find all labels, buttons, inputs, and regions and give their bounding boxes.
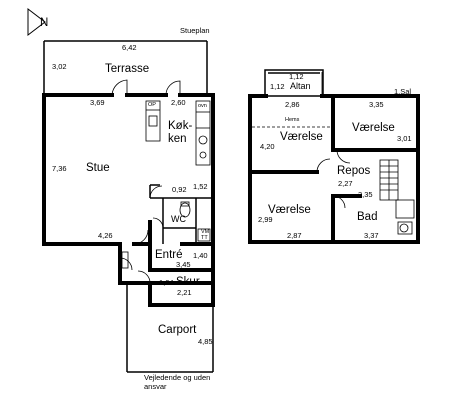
compass-icon (27, 7, 46, 37)
stue-label: Stue (86, 162, 110, 174)
terrace-doors (111, 79, 181, 96)
oven-label: ovn (198, 103, 207, 109)
vaerelse2-width: 3,35 (369, 100, 384, 109)
kitchen-width: 2,60 (171, 98, 186, 107)
upper-floor-title: 1.Sal (394, 87, 412, 96)
upper-floor-walls (248, 94, 420, 244)
stue-height: 7,36 (52, 164, 67, 173)
carport-label: Carport (158, 324, 197, 336)
ground-floor-title: Stueplan (180, 26, 210, 35)
hems-label: Hems (285, 117, 300, 123)
entrance-step (121, 251, 129, 269)
hall-length: 1,52 (193, 182, 208, 191)
balcony-outline (264, 69, 324, 97)
vaerelse2-label: Værelse (352, 122, 395, 134)
vaerelse2-length: 3,01 (397, 134, 412, 143)
skur-label: Skur (176, 276, 200, 288)
balcony-depth: 1,12 (270, 82, 285, 91)
vaerelse3-length: 2,99 (258, 215, 273, 224)
entre-depth: 1,40 (193, 251, 208, 260)
terrace-width: 6,42 (122, 43, 137, 52)
repos-width: 2,27 (338, 179, 353, 188)
bad-width: 3,37 (364, 231, 379, 240)
repos-length: 3,35 (358, 190, 373, 199)
stair (379, 159, 399, 201)
compass-letter: N (40, 17, 49, 29)
skur-depth: 1,04 (159, 278, 174, 287)
stue-width-bottom: 4,26 (98, 231, 113, 240)
entre-width: 3,45 (176, 260, 191, 269)
vaerelse3-label: Værelse (268, 204, 311, 216)
repos-label: Repos (337, 165, 371, 177)
vm-label: VM TT (201, 229, 210, 241)
skur-width: 2,21 (177, 288, 192, 297)
vaerelse1-label: Værelse (280, 131, 323, 143)
vaerelse3-width: 2,87 (287, 231, 302, 240)
disclaimer: Vejledende og uden ansvar (144, 373, 211, 391)
kitchen-label: Køk- ken (168, 120, 193, 145)
terrace-label: Terrasse (105, 63, 150, 75)
stue-width-top: 3,69 (90, 98, 105, 107)
wc-label: WC (171, 214, 186, 224)
carport-length: 4,85 (198, 337, 213, 346)
bad-label: Bad (357, 211, 378, 223)
terrace-outline (43, 40, 208, 94)
entre-label: Entré (155, 249, 183, 261)
vaerelse1-width: 2,86 (285, 100, 300, 109)
balcony-width: 1,12 (289, 72, 304, 81)
vaerelse1-length: 4,20 (260, 142, 275, 151)
kitchen-fixtures (145, 100, 211, 166)
upper-floor-doors (316, 72, 351, 209)
kitchen-op-label: OP (148, 102, 156, 108)
bathroom-fixtures (395, 199, 415, 235)
hall-width: 0,92 (172, 185, 187, 194)
wc-fixtures (179, 201, 211, 242)
carport-outline (126, 283, 214, 373)
ground-floor-doors (119, 185, 164, 284)
balcony-label: Altan (290, 81, 311, 91)
terrace-depth: 3,02 (52, 62, 67, 71)
